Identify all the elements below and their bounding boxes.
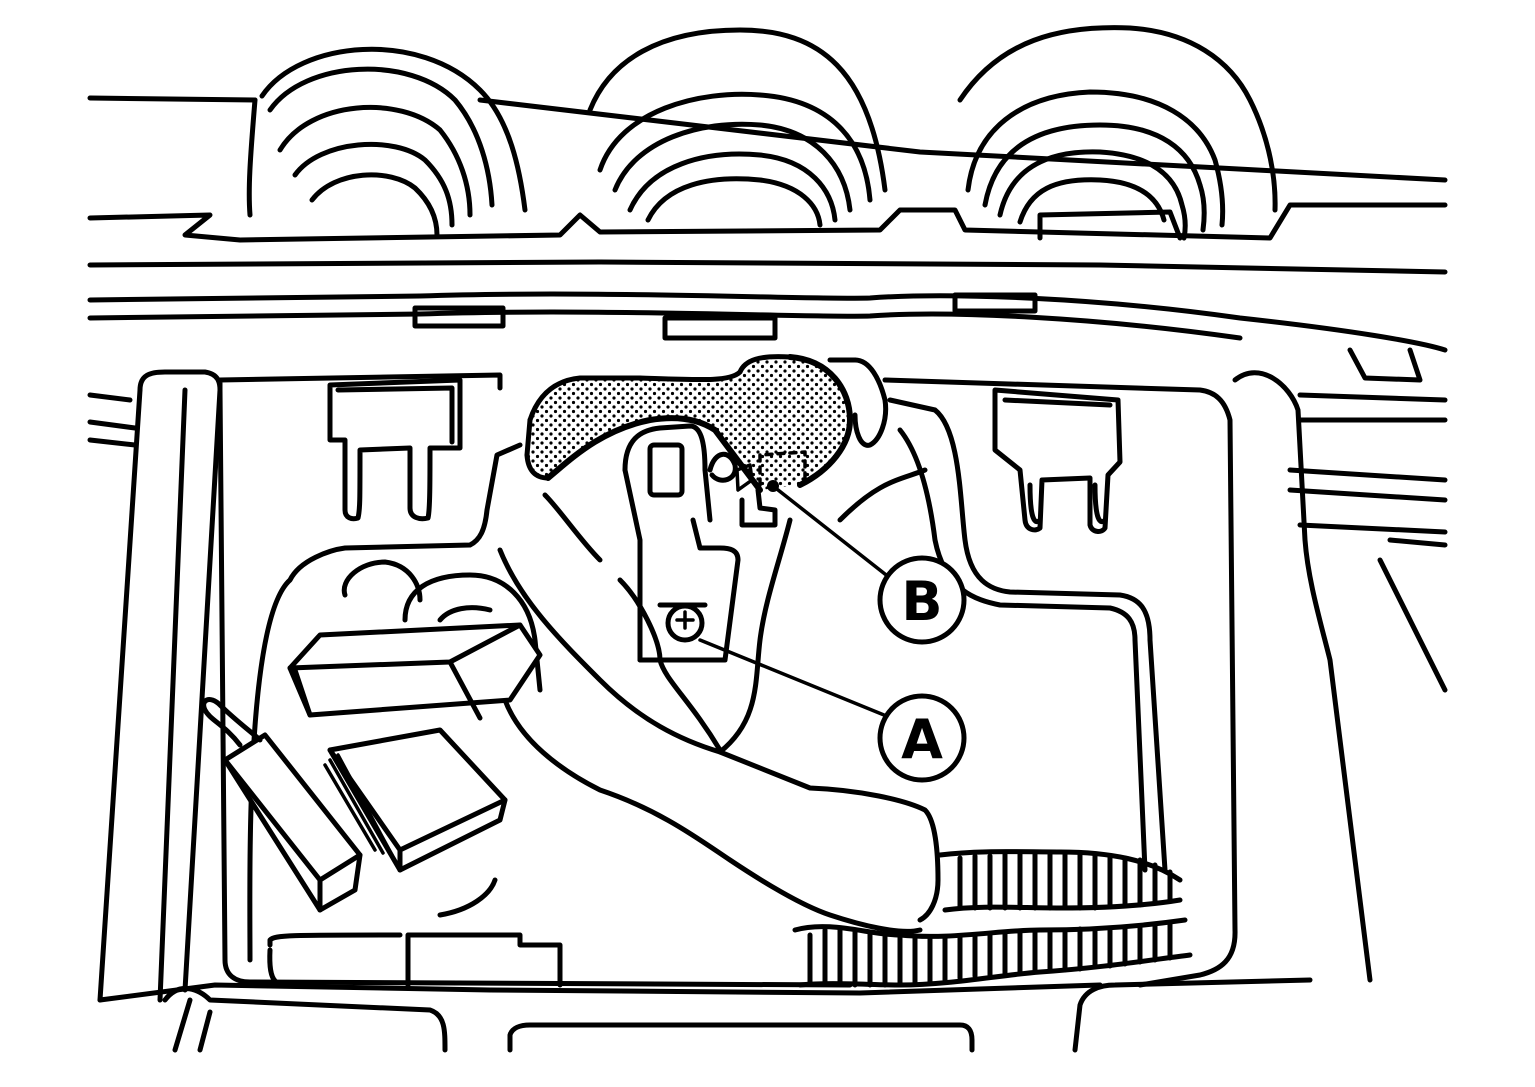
callout-a-label: A (901, 708, 943, 771)
fuse-block (201, 559, 543, 913)
terminal-cover (524, 354, 889, 493)
cowl-rails (87, 259, 1448, 383)
callout-b: B (877, 555, 967, 645)
battery (217, 377, 1168, 988)
battery-tray (87, 369, 1448, 1053)
cable-harness (497, 492, 1193, 988)
positive-terminal-clamp (622, 423, 807, 663)
callout-b-label: B (901, 570, 942, 633)
conduit-ribs (807, 851, 1173, 988)
intake-domes (87, 25, 1448, 243)
callout-leaders (698, 480, 892, 717)
callout-a: A (877, 693, 967, 783)
